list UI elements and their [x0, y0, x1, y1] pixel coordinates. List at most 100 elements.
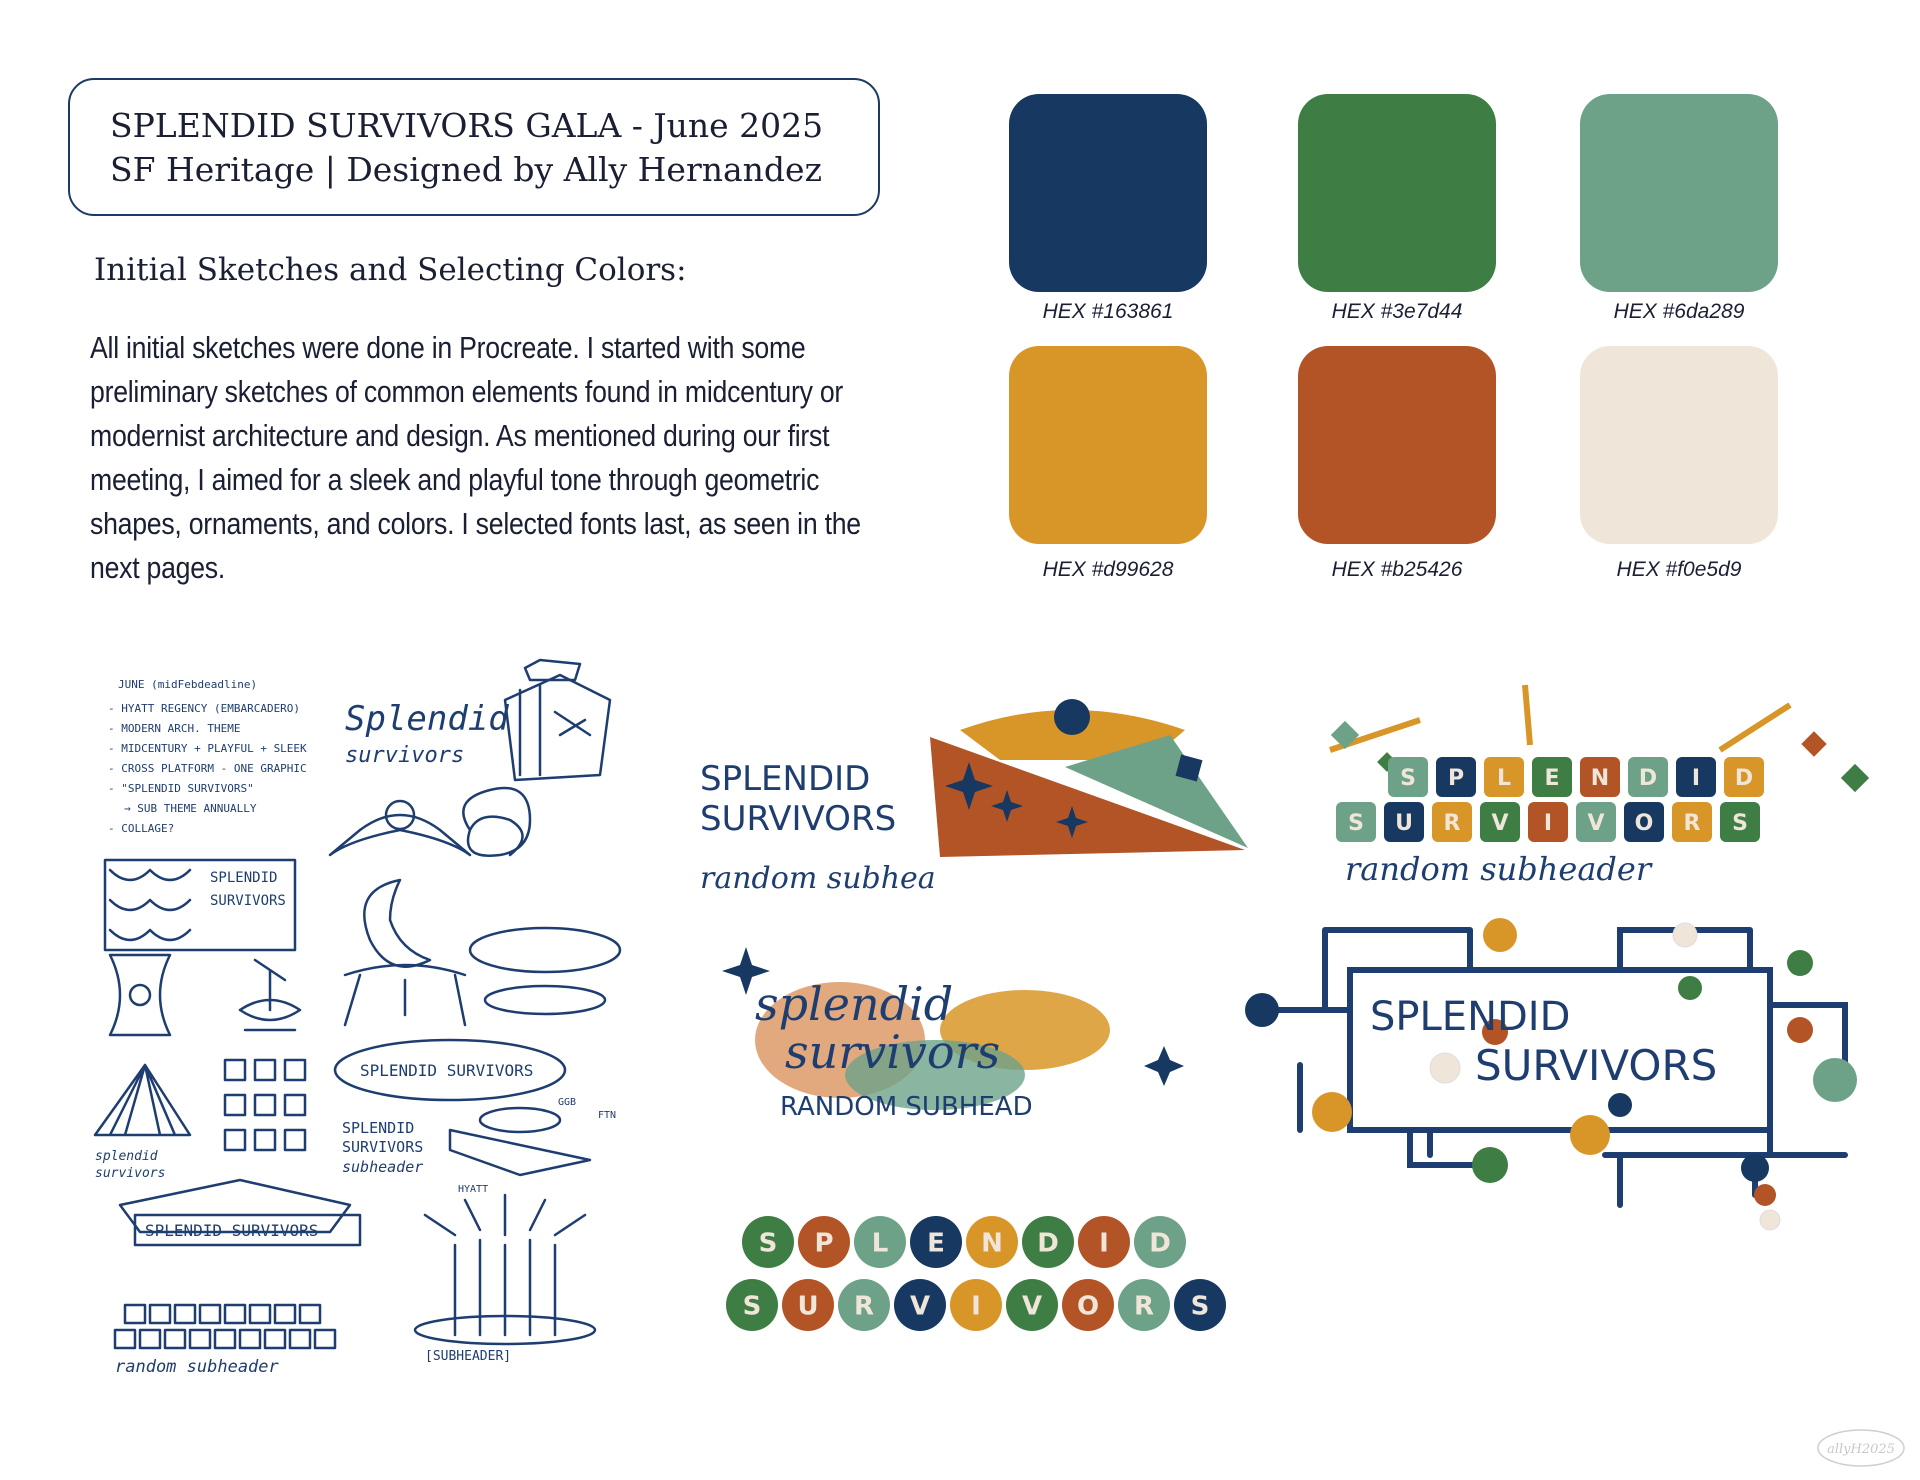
bubble-letter: S — [1348, 811, 1364, 836]
sketch-logo-text: SURVIVORS — [210, 893, 286, 909]
letter-bubble — [798, 1216, 850, 1268]
box-logo-sketch — [103, 858, 297, 952]
letter-bubble — [1532, 757, 1572, 797]
letter-bubble — [742, 1216, 794, 1268]
letter-bubble — [1480, 802, 1520, 842]
sketch-logo-text: SPLENDID SURVIVORS — [360, 1061, 533, 1080]
note-line: JUNE (midFebdeadline) — [118, 678, 257, 691]
concept-3-title-line1: splendid — [755, 977, 953, 1031]
bubble-letter: S — [1191, 1291, 1210, 1321]
letter-bubble — [1576, 802, 1616, 842]
letter-bubble — [1384, 802, 1424, 842]
letter-bubble — [1484, 757, 1524, 797]
note-line: - HYATT REGENCY (EMBARCADERO) — [108, 702, 300, 715]
concept-1-title-line2: SURVIVORS — [700, 799, 896, 839]
bubble-letter: P — [1448, 766, 1464, 791]
bubble-letter: S — [1400, 766, 1416, 791]
note-line: - COLLAGE? — [108, 822, 174, 835]
bubble-letter: O — [1635, 811, 1654, 836]
letter-bubble — [1528, 802, 1568, 842]
sketch-caption: survivors — [95, 1166, 165, 1181]
color-swatch — [1298, 94, 1496, 292]
letter-bubble — [1336, 802, 1376, 842]
bubble-letter: D — [1037, 1228, 1059, 1258]
letter-bubble — [950, 1279, 1002, 1331]
letter-bubble — [1628, 757, 1668, 797]
gala-title: SPLENDID SURVIVORS GALA - June 2025 — [110, 106, 824, 145]
bubble-letter: S — [1732, 811, 1748, 836]
sketch-notes: JUNE (midFebdeadline) - HYATT REGENCY (E… — [108, 678, 307, 835]
bubble-letter: E — [927, 1228, 945, 1258]
color-hex-label: HEX #f0e5d9 — [1616, 558, 1742, 581]
letter-bubble — [1720, 802, 1760, 842]
artist-signature: allyH2025 — [1817, 1429, 1905, 1467]
bubble-letter: L — [872, 1228, 889, 1258]
sketch-logo-text: SPLENDID SURVIVORS — [145, 1221, 318, 1240]
bubble-letter: D — [1735, 766, 1753, 791]
building-sketch — [503, 658, 612, 782]
bubble-letter: S — [759, 1228, 778, 1258]
signature-text: allyH2025 — [1827, 1442, 1895, 1457]
grid-sketch — [223, 1058, 307, 1152]
oval-logo-sketch — [333, 1038, 567, 1102]
concept-1-title-line1: SPLENDID — [700, 759, 870, 799]
letter-bubble — [1432, 802, 1472, 842]
letter-bubble — [838, 1279, 890, 1331]
body-paragraph: All initial sketches were done in Procre… — [90, 330, 861, 585]
sign-sketch — [118, 1178, 352, 1234]
bubble-letter: I — [1692, 766, 1700, 791]
color-swatch — [1298, 346, 1496, 544]
letter-bubble — [1134, 1216, 1186, 1268]
sketch-note: FTN — [598, 1110, 616, 1121]
bubble-letter: I — [1099, 1228, 1109, 1258]
letter-bubble — [1436, 757, 1476, 797]
bubble-letter: V — [910, 1291, 930, 1321]
sketch-splendid: Splendid — [345, 699, 509, 739]
bubble-letter: V — [1022, 1291, 1042, 1321]
circle-sketch — [384, 799, 416, 831]
sketch-logo-text: [SUBHEADER] — [425, 1349, 511, 1364]
letter-bubble — [1174, 1279, 1226, 1331]
color-swatch — [1009, 346, 1207, 544]
color-hex-label: HEX #3e7d44 — [1331, 300, 1463, 323]
color-hex-label: HEX #b25426 — [1331, 558, 1463, 581]
bubble-letter: R — [1684, 811, 1701, 836]
concept-4-title-line1: SPLENDID — [1370, 994, 1570, 1040]
letter-bubble — [1006, 1279, 1058, 1331]
lamp-sketch — [238, 958, 302, 1032]
letter-bubble — [1118, 1279, 1170, 1331]
concept-3-subheader: RANDOM SUBHEAD — [780, 1092, 1033, 1122]
color-hex-label: HEX #d99628 — [1042, 558, 1174, 581]
letter-bubble — [1022, 1216, 1074, 1268]
bubble-letter: V — [1587, 811, 1604, 836]
sketch-logo-text: SURVIVORS — [342, 1138, 423, 1156]
bubble-letter: I — [1544, 811, 1552, 836]
arch-sketch — [328, 813, 472, 857]
chair-sketch — [363, 878, 432, 968]
bubble-letter: P — [814, 1228, 833, 1258]
color-swatch — [1580, 94, 1778, 292]
letter-bubble — [966, 1216, 1018, 1268]
bubble-letter: D — [1149, 1228, 1171, 1258]
concept-1-subheader: random subhea — [700, 861, 936, 896]
concept-1: SPLENDID SURVIVORS random subhea — [700, 699, 1248, 896]
concept-3-title-line2: survivors — [785, 1025, 1000, 1079]
sketch-logo-text: SPLENDID — [210, 870, 277, 886]
letter-bubble — [1580, 757, 1620, 797]
row-logo-sketch — [113, 1303, 337, 1350]
letter-bubble — [1676, 757, 1716, 797]
bubble-letter: R — [1444, 811, 1461, 836]
title-box: SPLENDID SURVIVORS GALA - June 2025 SF H… — [68, 78, 880, 216]
section-heading: Initial Sketches and Selecting Colors: — [94, 252, 687, 288]
note-line: - MODERN ARCH. THEME — [108, 722, 240, 735]
letter-bubble — [782, 1279, 834, 1331]
sketch-survivors: survivors — [345, 743, 464, 768]
bubble-letter: S — [743, 1291, 762, 1321]
sketch-logo-text: SPLENDID — [342, 1119, 414, 1137]
concept-4: SPLENDID SURVIVORS — [1245, 918, 1857, 1231]
